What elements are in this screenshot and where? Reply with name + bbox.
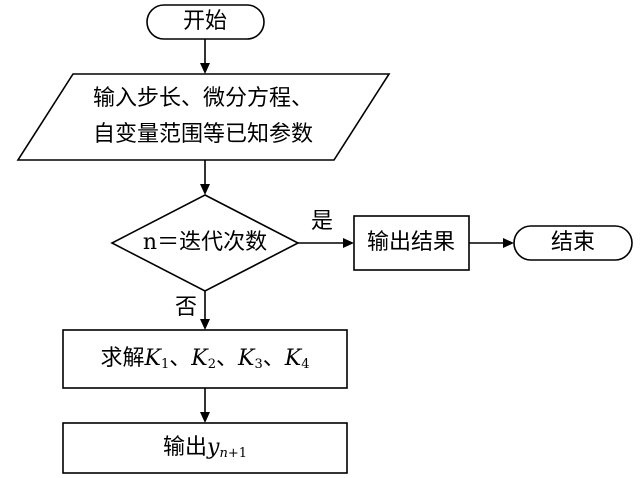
end-label: 结束 xyxy=(551,230,595,255)
output-result-label: 输出结果 xyxy=(367,230,455,255)
arrowhead-output-end xyxy=(503,238,514,248)
edge-yes-label: 是 xyxy=(311,209,333,234)
output-y-box xyxy=(62,422,348,474)
input-label-line1: 输入步长、微分方程、 xyxy=(93,86,313,111)
solve-k4-sub: 4 xyxy=(301,357,309,372)
start-label: 开始 xyxy=(183,9,227,34)
input-parallelogram xyxy=(16,73,391,161)
end-terminal xyxy=(513,225,633,261)
solve-sep2: 、 xyxy=(216,346,238,371)
input-label-line2: 自变量范围等已知参数 xyxy=(93,122,313,147)
decision-label: n＝迭代次数 xyxy=(143,230,267,255)
output-y-label: 输出yn+1 xyxy=(163,435,247,461)
output-y-sub-rest: +1 xyxy=(228,446,247,461)
arrowhead-decision-output xyxy=(343,238,354,248)
solve-k1-sub: 1 xyxy=(161,357,169,372)
arrowhead-input-decision xyxy=(200,184,210,195)
arrowhead-start-input xyxy=(200,63,210,74)
solve-box xyxy=(62,329,348,389)
solve-k3: K xyxy=(237,346,256,371)
solve-k4: K xyxy=(284,346,303,371)
output-y-var: y xyxy=(206,435,220,460)
solve-k1: K xyxy=(144,346,163,371)
solve-sep3: 、 xyxy=(263,346,285,371)
output-y-sub-n: n xyxy=(219,446,227,461)
solve-prefix: 求解 xyxy=(101,346,145,371)
output-y-prefix: 输出 xyxy=(163,435,207,460)
solve-k3-sub: 3 xyxy=(254,357,262,372)
output-result-box xyxy=(353,215,470,271)
edge-no-label: 否 xyxy=(175,295,197,320)
solve-label: 求解K1、K2、K3、K4 xyxy=(101,346,310,372)
solve-k2-sub: 2 xyxy=(208,357,216,372)
arrowhead-solve-outputy xyxy=(200,412,210,423)
arrowhead-decision-solve xyxy=(200,319,210,330)
solve-sep1: 、 xyxy=(169,346,191,371)
solve-k2: K xyxy=(190,346,209,371)
